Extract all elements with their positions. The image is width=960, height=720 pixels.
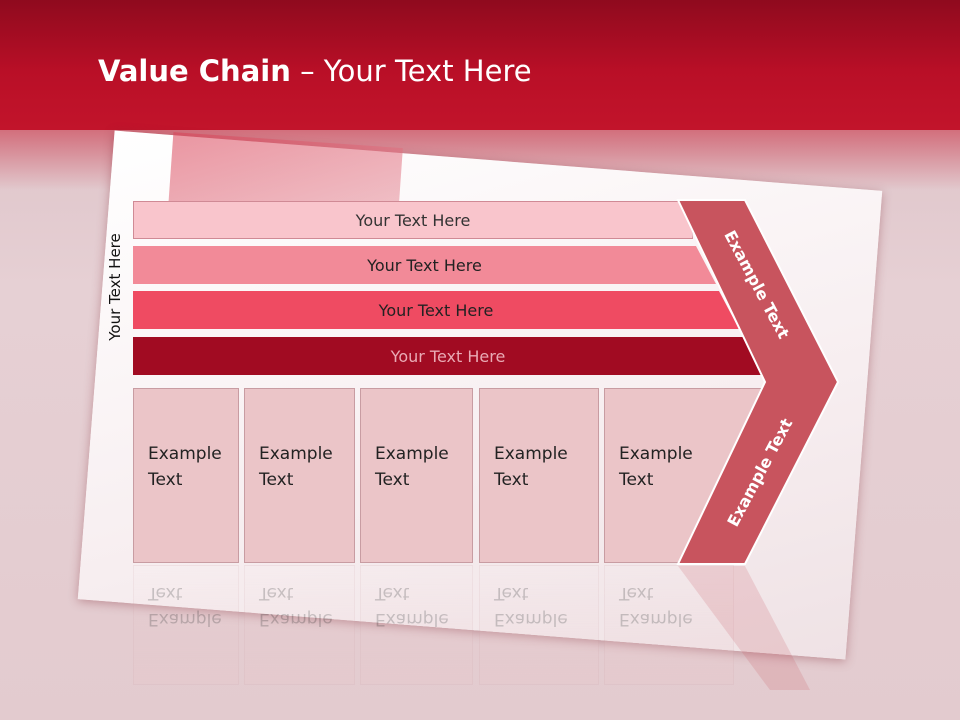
support-bar-4-label: Your Text Here bbox=[390, 346, 506, 366]
primary-cell-1-line2: Text bbox=[148, 470, 183, 490]
primary-cell-4-line1: Example bbox=[494, 444, 568, 464]
primary-cell-2-line1: Example bbox=[259, 444, 333, 464]
support-bar-1: Your Text Here bbox=[133, 201, 693, 239]
primary-cell-3-line2: Text bbox=[375, 470, 410, 490]
primary-cell-5-line1: Example bbox=[619, 444, 693, 464]
support-bar-3: Your Text Here bbox=[133, 291, 739, 329]
support-bar-4: Your Text Here bbox=[133, 337, 763, 375]
title-rest: – Your Text Here bbox=[290, 54, 532, 88]
primary-cell-4-line2: Text bbox=[494, 470, 529, 490]
title-bold: Value Chain bbox=[98, 54, 291, 88]
primary-cell-2-line2: Text bbox=[259, 470, 294, 490]
primary-cell-5-line2: Text bbox=[619, 470, 654, 490]
slide-title: Value Chain – Your Text Here bbox=[98, 54, 532, 88]
support-bar-1-label: Your Text Here bbox=[355, 210, 471, 230]
support-bar-2-label: Your Text Here bbox=[367, 255, 482, 275]
support-bar-3-label: Your Text Here bbox=[378, 300, 494, 320]
chevron-shape bbox=[676, 199, 840, 565]
support-bar-2: Your Text Here bbox=[133, 246, 716, 284]
primary-cell-3-line1: Example bbox=[375, 444, 449, 464]
header-band bbox=[0, 0, 960, 130]
primary-cell-1-line1: Example bbox=[148, 444, 222, 464]
chevron-reflection bbox=[678, 566, 810, 690]
